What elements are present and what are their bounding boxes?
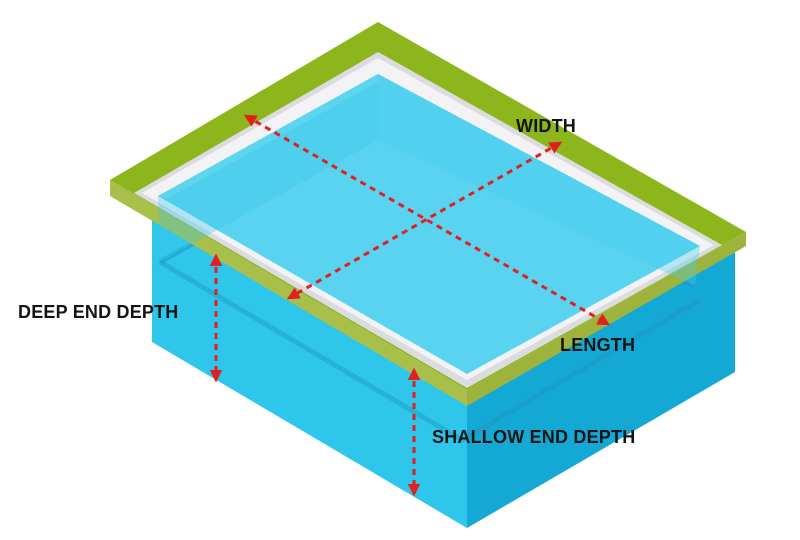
deep-end-depth-label: DEEP END DEPTH bbox=[18, 302, 179, 322]
width-label: WIDTH bbox=[516, 116, 576, 136]
pool-right-face bbox=[467, 252, 735, 528]
length-label: LENGTH bbox=[560, 335, 636, 355]
measurement-arrows bbox=[209, 114, 611, 497]
width-arrow bbox=[286, 141, 563, 300]
pool-left-face bbox=[152, 218, 467, 528]
shallow-end-depth-label: SHALLOW END DEPTH bbox=[432, 427, 636, 447]
